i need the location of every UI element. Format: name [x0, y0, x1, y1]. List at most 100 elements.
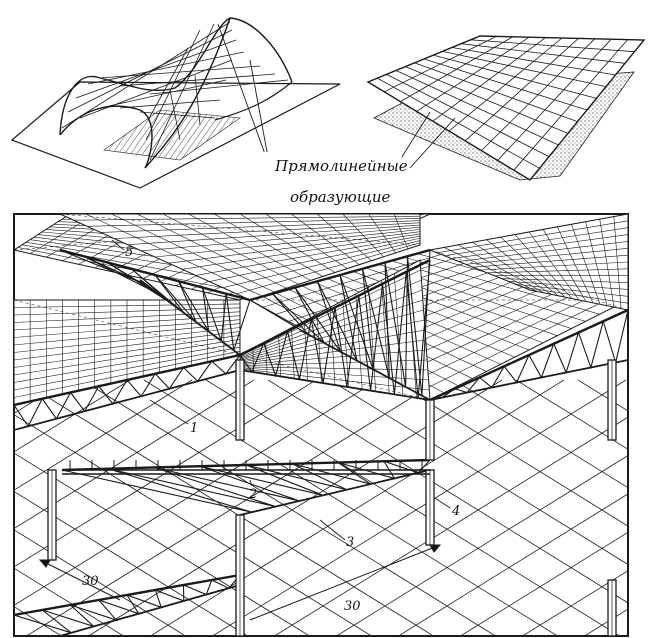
roof-grid-line	[599, 219, 615, 308]
truss-front-web	[70, 599, 118, 622]
truss-mid-bottom-chord	[239, 369, 431, 401]
roof-grid-line	[404, 256, 600, 315]
label-5: 5	[125, 245, 133, 260]
roof-grid-line	[508, 281, 628, 290]
roof-grid-line	[222, 240, 421, 289]
floor-line	[453, 379, 628, 489]
truss-front-web	[126, 589, 163, 609]
roof-grid-line	[515, 283, 628, 297]
roof-grid-line	[239, 367, 429, 381]
dimension-arrows	[38, 544, 442, 621]
truss-1-web	[154, 367, 184, 390]
label-3: 3	[346, 535, 354, 550]
truss-3-web	[107, 466, 276, 508]
floor-line	[19, 379, 435, 636]
truss-back-web	[59, 249, 147, 286]
truss-3-bottom-chord	[239, 469, 431, 516]
truss-center-web	[272, 287, 325, 344]
roof-grid-line	[182, 233, 421, 270]
roof-grid-line	[585, 221, 608, 306]
truss-1-web	[126, 373, 156, 398]
truss-3-web	[153, 465, 300, 502]
truss-3-web	[199, 464, 324, 496]
label-2: 2	[248, 487, 257, 502]
roof-grid-line	[542, 229, 587, 302]
roof-grid-line	[195, 235, 421, 276]
roof-grid-line	[613, 216, 622, 309]
caption-box	[262, 152, 402, 182]
truss-1-web	[211, 354, 241, 375]
floor-line	[0, 380, 6, 638]
roof-grid-line	[522, 286, 628, 304]
roof-grid-line	[368, 287, 377, 392]
floor-line	[640, 380, 660, 638]
roof-grid-line	[265, 214, 348, 269]
roof-grid-line	[154, 229, 421, 258]
roof-grid-line	[14, 350, 241, 398]
floor-line	[521, 570, 628, 636]
columns	[47, 359, 617, 636]
plate-grid-line	[464, 38, 579, 142]
roof-grid-line	[393, 273, 404, 396]
truss-right-web	[479, 365, 505, 389]
floor-line	[267, 379, 628, 604]
floor-line	[14, 379, 193, 491]
roof-grid-line	[14, 331, 241, 361]
floor-line	[0, 380, 6, 638]
truss-back-web	[225, 293, 251, 351]
truss-center-web	[294, 281, 342, 353]
truss-1-web	[41, 392, 71, 420]
truss-front-web	[155, 584, 185, 602]
roof-grid-line	[239, 339, 426, 364]
truss-1-web	[183, 360, 213, 383]
roof-grid-line	[14, 342, 241, 383]
roof-grid-line	[342, 300, 349, 388]
plate-grid-line	[497, 38, 612, 161]
plate-grid-line	[400, 36, 513, 102]
truss-mid-web	[381, 271, 407, 395]
roof-grid-line	[316, 214, 372, 261]
roof-diagonal	[59, 214, 421, 246]
truss-back-web	[130, 268, 185, 314]
beam-2-ticks	[69, 460, 423, 470]
floor-line	[515, 379, 628, 450]
plate-grid-line	[432, 37, 546, 122]
truss-3-web	[383, 459, 431, 474]
truss-center-web	[317, 274, 358, 361]
roof-diagonal	[429, 249, 628, 311]
truss-mid-web	[405, 259, 431, 399]
roof-grid-line	[394, 214, 409, 250]
trusses	[14, 248, 628, 636]
truss-mid-web	[310, 307, 336, 384]
plate-grid-line	[448, 37, 563, 132]
truss-mid-web	[263, 331, 289, 378]
dimension-a: 30	[82, 574, 99, 589]
ground-plane-left	[10, 81, 341, 189]
floor-line	[14, 379, 131, 453]
plate-grid-line	[481, 38, 596, 151]
truss-3-web	[337, 460, 396, 480]
truss-right-bottom-chord	[429, 359, 628, 401]
floor-line	[205, 379, 621, 636]
floor-line	[459, 531, 628, 636]
truss-3-web	[245, 463, 348, 491]
truss-center-bottom-chord	[299, 329, 431, 401]
roof-grid-line	[239, 329, 426, 363]
roof-grid-line	[404, 292, 600, 386]
truss-center-web	[249, 293, 309, 335]
roof-grid-line	[479, 261, 628, 271]
truss-center-web	[406, 249, 431, 396]
label-4: 4	[451, 504, 460, 519]
dimension-b: 30	[344, 599, 361, 614]
roof-panels	[14, 214, 628, 406]
roof-diagonal	[239, 354, 431, 401]
truss-center-web	[361, 262, 390, 379]
hypar-edge-right	[144, 17, 231, 169]
roof-grid-line	[342, 214, 384, 257]
floor-line	[329, 379, 628, 565]
truss-back-web	[201, 287, 227, 342]
caption-line-1: Прямолинейные	[274, 157, 408, 175]
grid-plate-figure	[366, 35, 646, 181]
truss-right-web	[503, 354, 530, 384]
